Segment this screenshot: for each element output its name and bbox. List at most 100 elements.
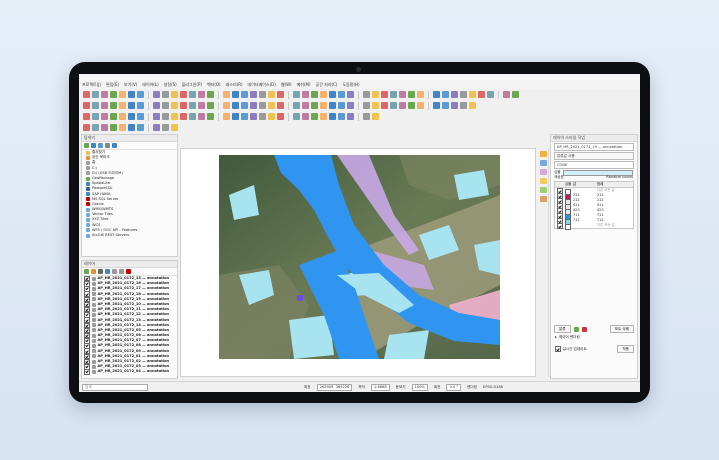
- measure-icon[interactable]: [460, 102, 467, 109]
- pan-icon[interactable]: [408, 102, 415, 109]
- paint-icon[interactable]: [539, 151, 547, 157]
- identify-icon[interactable]: [137, 113, 144, 120]
- select-icon[interactable]: [153, 102, 160, 109]
- collapse-icon[interactable]: [105, 143, 110, 148]
- print-icon[interactable]: [302, 113, 309, 120]
- attribute-table-icon[interactable]: [171, 124, 178, 131]
- browser-item[interactable]: SAP HANA: [82, 192, 177, 197]
- zoom-out-icon[interactable]: [329, 91, 336, 98]
- measure-icon[interactable]: [259, 113, 266, 120]
- print-icon[interactable]: [399, 102, 406, 109]
- attribute-table-icon[interactable]: [171, 113, 178, 120]
- print-icon[interactable]: [399, 91, 406, 98]
- identify-icon[interactable]: [241, 102, 248, 109]
- pan-icon[interactable]: [110, 102, 117, 109]
- render-label[interactable]: 렌더링: [467, 384, 478, 389]
- pan-icon[interactable]: [207, 102, 214, 109]
- measure-icon[interactable]: [162, 113, 169, 120]
- browser-item[interactable]: C:\: [82, 166, 177, 171]
- save-icon[interactable]: [293, 91, 300, 98]
- browser-item[interactable]: SpatiaLite: [82, 181, 177, 186]
- browser-item[interactable]: 즐겨찾기: [82, 150, 177, 155]
- coord-value[interactable]: 263909, 369228: [316, 383, 353, 391]
- add-icon[interactable]: [84, 143, 89, 148]
- save-icon[interactable]: [293, 102, 300, 109]
- menu-item[interactable]: 래스터(R): [225, 81, 243, 87]
- scale-value[interactable]: 1:6668: [370, 383, 390, 391]
- pan-icon[interactable]: [512, 91, 519, 98]
- attribute-table-icon[interactable]: [372, 113, 379, 120]
- save-icon[interactable]: [92, 102, 99, 109]
- browser-item[interactable]: WMS/WMTS: [82, 207, 177, 212]
- browser-item[interactable]: Oracle: [82, 202, 177, 207]
- attribute-table-icon[interactable]: [469, 91, 476, 98]
- history-icon[interactable]: [539, 196, 547, 202]
- browser-item[interactable]: PostgreSQL: [82, 186, 177, 191]
- select-icon[interactable]: [153, 124, 160, 131]
- class-row[interactable]: 다른 모든 값: [555, 223, 633, 230]
- zoom-in-icon[interactable]: [320, 113, 327, 120]
- pan-icon[interactable]: [207, 91, 214, 98]
- browser-item[interactable]: GeoPackage: [82, 176, 177, 181]
- zoom-in-icon[interactable]: [223, 102, 230, 109]
- measure-icon[interactable]: [259, 91, 266, 98]
- remove-layer-icon[interactable]: [126, 269, 131, 274]
- classify-button[interactable]: 분류: [554, 325, 571, 334]
- label-icon[interactable]: [539, 160, 547, 166]
- folder-icon[interactable]: [381, 102, 388, 109]
- measure-icon[interactable]: [162, 102, 169, 109]
- folder-icon[interactable]: [83, 91, 90, 98]
- rotation-value[interactable]: 0.0 °: [446, 383, 462, 391]
- folder-icon[interactable]: [478, 91, 485, 98]
- print-icon[interactable]: [503, 91, 510, 98]
- add-class-icon[interactable]: [573, 326, 579, 332]
- zoom-in-icon[interactable]: [119, 113, 126, 120]
- identify-icon[interactable]: [338, 91, 345, 98]
- browser-item[interactable]: XYZ Tiles: [82, 217, 177, 223]
- folder-icon[interactable]: [83, 124, 90, 131]
- select-icon[interactable]: [451, 91, 458, 98]
- folder-icon[interactable]: [277, 113, 284, 120]
- menu-item[interactable]: 레이어(L): [142, 81, 159, 87]
- identify-icon[interactable]: [241, 113, 248, 120]
- zoom-out-icon[interactable]: [433, 91, 440, 98]
- live-update-checkbox[interactable]: [555, 346, 561, 352]
- measure-icon[interactable]: [162, 124, 169, 131]
- save-icon[interactable]: [390, 91, 397, 98]
- menu-item[interactable]: 웹(W): [280, 81, 292, 87]
- folder-icon[interactable]: [277, 91, 284, 98]
- color-ramp-select[interactable]: Random colors: [606, 175, 633, 180]
- browser-item[interactable]: Vector Tiles: [82, 212, 177, 217]
- save-icon[interactable]: [487, 91, 494, 98]
- locator-search[interactable]: 검색: [82, 383, 148, 391]
- folder-icon[interactable]: [277, 102, 284, 109]
- measure-icon[interactable]: [259, 102, 266, 109]
- menu-item[interactable]: 프로젝트(J): [82, 81, 102, 87]
- pan-icon[interactable]: [110, 124, 117, 131]
- measure-icon[interactable]: [363, 91, 370, 98]
- folder-icon[interactable]: [180, 102, 187, 109]
- 3d-icon[interactable]: [539, 187, 547, 193]
- value-field-select[interactable]: CODE: [554, 161, 634, 169]
- save-icon[interactable]: [92, 113, 99, 120]
- menu-item[interactable]: 플러그인(P): [181, 81, 202, 87]
- collapse-all-icon[interactable]: [119, 269, 124, 274]
- browser-item[interactable]: 공간 북마크: [82, 155, 177, 160]
- zoom-in-icon[interactable]: [320, 102, 327, 109]
- menu-item[interactable]: 보기(V): [124, 81, 138, 87]
- eye-icon[interactable]: [98, 269, 103, 274]
- browser-item[interactable]: 홈: [82, 160, 177, 165]
- folder-icon[interactable]: [180, 113, 187, 120]
- identify-icon[interactable]: [241, 91, 248, 98]
- map-canvas[interactable]: [180, 148, 536, 377]
- zoom-in-icon[interactable]: [119, 124, 126, 131]
- renderer-select[interactable]: 분류값 사용: [554, 152, 634, 160]
- pan-icon[interactable]: [207, 113, 214, 120]
- magnify-value[interactable]: 100%: [411, 383, 428, 391]
- add-group-icon[interactable]: [91, 269, 96, 274]
- print-icon[interactable]: [101, 102, 108, 109]
- filter-icon[interactable]: [98, 143, 103, 148]
- save-icon[interactable]: [189, 102, 196, 109]
- save-icon[interactable]: [92, 91, 99, 98]
- zoom-out-icon[interactable]: [433, 102, 440, 109]
